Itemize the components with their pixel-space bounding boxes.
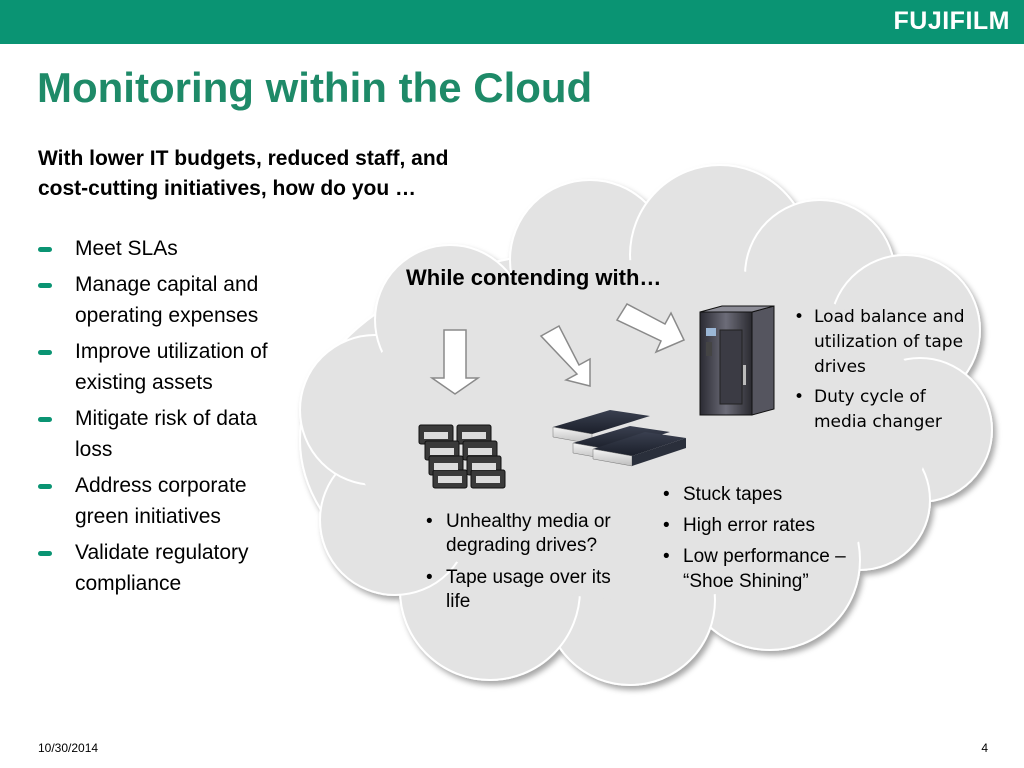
page-number: 4 <box>981 741 988 755</box>
goal-item: Improve utilization of existing assets <box>38 336 298 398</box>
drive-issues-list: Stuck tapes High error rates Low perform… <box>659 482 899 600</box>
footer-date: 10/30/2014 <box>38 741 99 755</box>
list-item: Tape usage over its life <box>422 566 632 614</box>
slide-subtitle: With lower IT budgets, reduced staff, an… <box>38 144 558 204</box>
dash-bullet-icon <box>38 551 52 556</box>
goal-item: Mitigate risk of data loss <box>38 403 298 465</box>
fujifilm-logo: FUJIFILM <box>893 7 1010 35</box>
goal-item: Manage capital and operating expenses <box>38 269 298 331</box>
dash-bullet-icon <box>38 484 52 489</box>
dash-bullet-icon <box>38 417 52 422</box>
down-arrow-icon <box>429 329 481 395</box>
header-bar: FUJIFILM <box>0 0 1024 44</box>
dash-bullet-icon <box>38 247 52 252</box>
goal-item: Validate regulatory compliance <box>38 537 298 599</box>
list-item: Unhealthy media or degrading drives? <box>422 510 632 558</box>
right-arrow-icon <box>615 303 686 354</box>
subtitle-line-2: cost-cutting initiatives, how do you … <box>38 177 417 200</box>
goal-item: Address corporate green initiatives <box>38 470 298 532</box>
slide-title: Monitoring within the Cloud <box>37 64 593 111</box>
list-item: Low performance – “Shoe Shining” <box>659 544 899 594</box>
contending-heading: While contending with… <box>406 265 662 290</box>
goal-item: Meet SLAs <box>38 233 298 264</box>
list-item: Duty cycle of media changer <box>790 385 980 435</box>
diagonal-arrow-icon <box>539 324 591 387</box>
dash-bullet-icon <box>38 283 52 288</box>
dash-bullet-icon <box>38 350 52 355</box>
tape-cartridges-icon <box>418 424 506 489</box>
subtitle-line-1: With lower IT budgets, reduced staff, an… <box>38 147 449 170</box>
media-issues-list: Unhealthy media or degrading drives? Tap… <box>422 510 632 622</box>
list-item: Stuck tapes <box>659 482 899 507</box>
goals-list: Meet SLAs Manage capital and operating e… <box>38 233 298 604</box>
list-item: High error rates <box>659 513 899 538</box>
tape-library-icon <box>699 305 775 416</box>
list-item: Load balance and utilization of tape dri… <box>790 305 980 380</box>
tape-drives-icon <box>552 410 686 467</box>
library-issues-list: Load balance and utilization of tape dri… <box>790 305 980 440</box>
